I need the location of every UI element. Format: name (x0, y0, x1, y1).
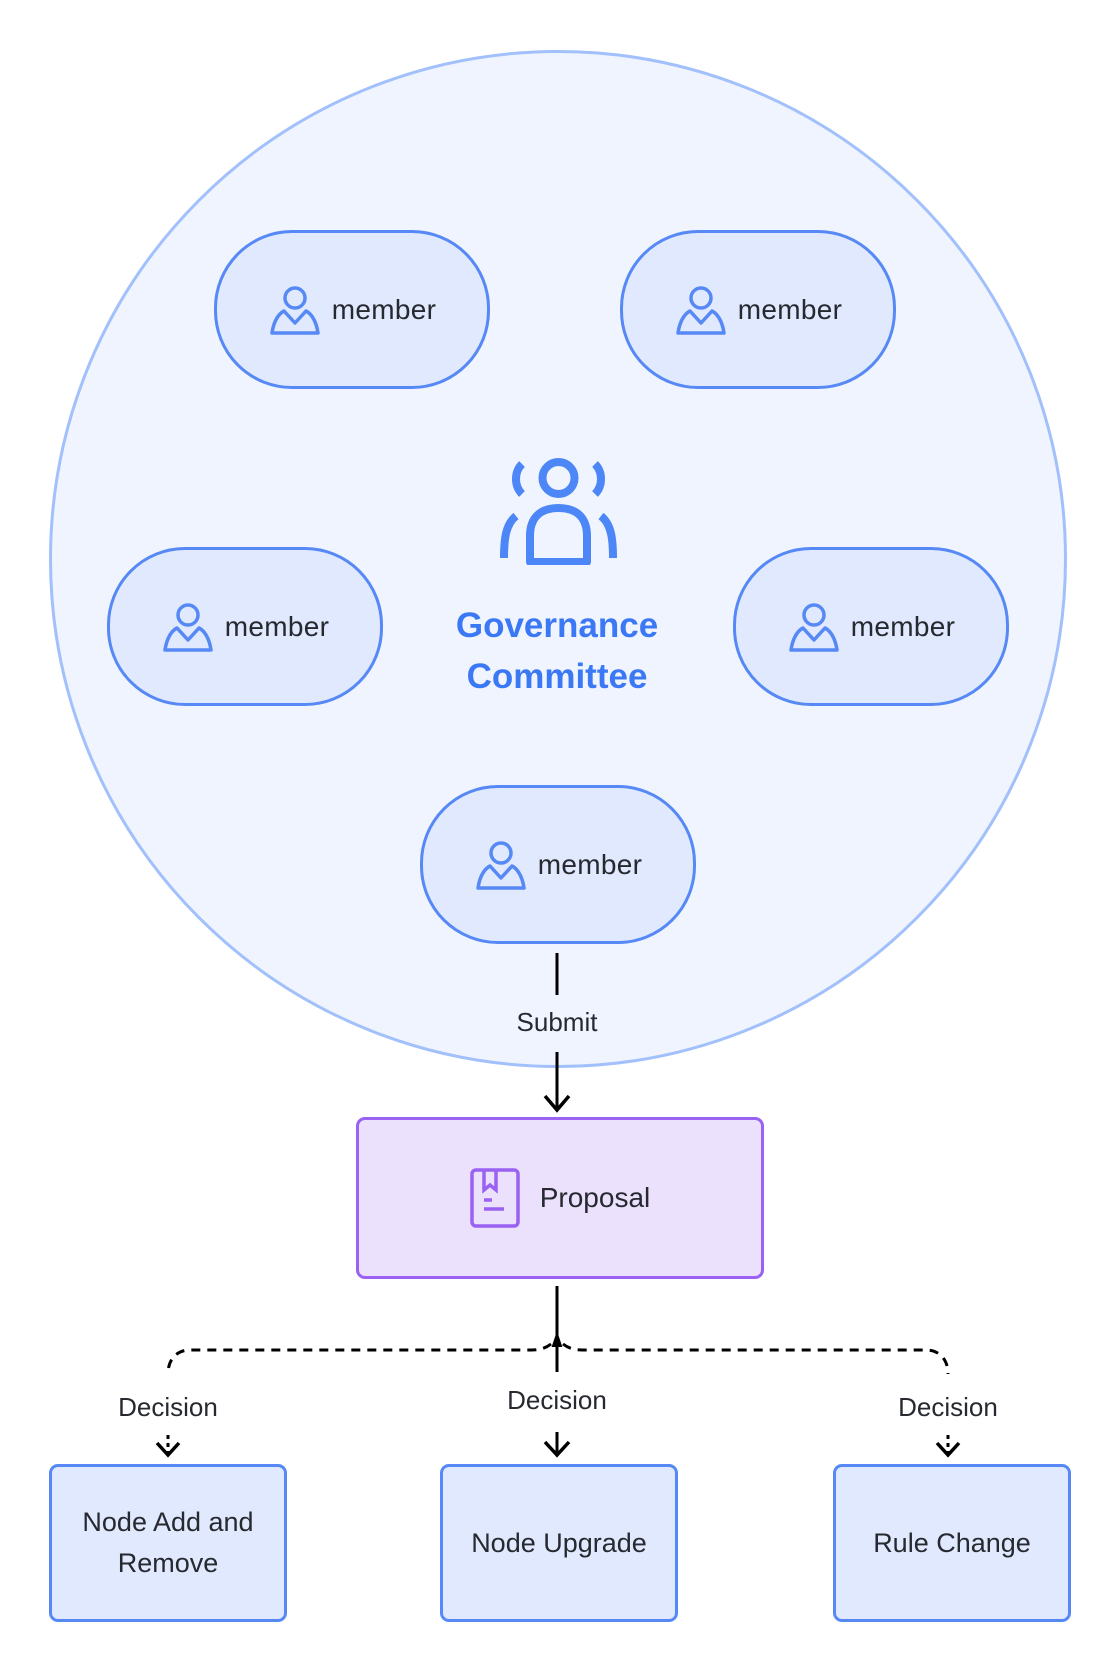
decision-trunk-arrowhead (551, 1330, 563, 1347)
committee-title-line1: Governance (455, 606, 659, 645)
submit-edge-label: Submit (516, 1007, 598, 1037)
member-label: member (537, 848, 643, 880)
member-label: member (331, 293, 437, 325)
member-label: member (850, 610, 956, 642)
member-node-top-right[interactable]: member (620, 230, 896, 389)
member-label: member (737, 293, 843, 325)
user-icon (789, 602, 839, 652)
decision-right-label: Decision (898, 1392, 998, 1422)
member-node-middle-left[interactable]: member (107, 547, 383, 706)
outcome-node-upgrade[interactable]: Node Upgrade (440, 1464, 678, 1622)
outcome-label: Rule Change (873, 1527, 1031, 1558)
outcome-node-add-remove[interactable]: Node Add and Remove (49, 1464, 287, 1622)
group-broadcast-icon (500, 458, 617, 565)
outcome-rule-change[interactable]: Rule Change (833, 1464, 1071, 1622)
committee-title: Governance Committee (400, 600, 714, 702)
submit-arrowhead (543, 1094, 571, 1113)
outcome-label: Node Upgrade (471, 1527, 647, 1558)
proposal-node[interactable]: Proposal (356, 1117, 764, 1279)
outcome-label: Node Add and Remove (82, 1507, 254, 1578)
user-icon (676, 285, 726, 335)
decision-left-arrowhead (155, 1441, 181, 1458)
decision-left-label: Decision (118, 1392, 218, 1422)
decision-center-arrowhead (543, 1440, 571, 1458)
decision-left-dashed-edge (166, 1342, 552, 1375)
committee-title-line2: Committee (466, 657, 648, 696)
member-label: member (224, 610, 330, 642)
decision-right-arrowhead (935, 1441, 961, 1458)
decision-center-label: Decision (507, 1385, 607, 1415)
decision-right-dashed-edge (562, 1342, 950, 1375)
user-icon (270, 285, 320, 335)
book-bookmark-icon (469, 1168, 520, 1228)
proposal-label: Proposal (539, 1182, 651, 1213)
user-icon (163, 602, 213, 652)
member-node-bottom[interactable]: member (420, 785, 696, 944)
member-node-top-left[interactable]: member (214, 230, 490, 389)
member-node-middle-right[interactable]: member (733, 547, 1009, 706)
user-icon (476, 840, 526, 890)
